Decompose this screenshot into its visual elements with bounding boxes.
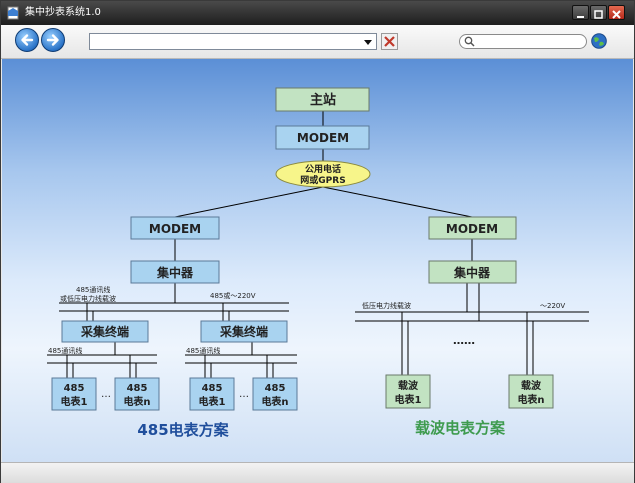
forward-arrow-icon <box>46 34 59 46</box>
stop-x-icon[interactable] <box>381 33 398 50</box>
left-caption: 485电表方案 <box>137 421 229 439</box>
meter-485-a1-box <box>51 377 97 411</box>
right-concentrator-box <box>428 260 517 284</box>
content-area: 主站 MODEM 公用电话 网或GPRS MODEM 集中器 485通讯线 或低… <box>2 59 633 462</box>
meter-485-an-line1: 485 <box>127 383 148 394</box>
back-button[interactable] <box>15 28 39 52</box>
left-bus-label-line2: 或低压电力线载波 <box>60 294 116 303</box>
search-input[interactable] <box>477 36 581 47</box>
carrier-meter-n-line1: 载波 <box>521 379 542 392</box>
document-icon <box>7 6 19 20</box>
terminal-b-label: 采集终端 <box>219 324 268 339</box>
address-bar[interactable] <box>89 33 377 50</box>
close-button[interactable] <box>608 5 625 20</box>
right-caption: 载波电表方案 <box>415 419 506 437</box>
carrier-meter-1-box <box>385 374 431 409</box>
maximize-icon <box>594 10 603 19</box>
meter-485-b1-box <box>189 377 235 411</box>
minimize-icon <box>577 16 584 18</box>
network-oval <box>275 160 371 188</box>
address-input[interactable] <box>92 35 354 48</box>
meter-a-ellipsis: … <box>101 389 111 400</box>
left-concentrator-box <box>130 260 220 284</box>
right-ellipsis: …… <box>453 334 475 347</box>
globe-icon[interactable] <box>591 33 607 49</box>
right-bus-label: 低压电力线载波 <box>362 301 411 310</box>
carrier-meter-1-line2: 电表1 <box>395 393 422 406</box>
right-power-label: ～220V <box>540 302 565 310</box>
search-icon <box>464 36 475 47</box>
left-concentrator-label: 集中器 <box>156 265 194 280</box>
left-modem-label: MODEM <box>149 222 201 236</box>
carrier-meter-1-line1: 载波 <box>398 379 419 392</box>
left-power-label: 485或～220V <box>210 291 256 300</box>
meter-485-a1-line1: 485 <box>64 383 85 394</box>
minimize-button[interactable] <box>572 5 589 20</box>
meter-485-bn-line2: 电表n <box>261 395 288 408</box>
meter-485-b1-line1: 485 <box>202 383 223 394</box>
carrier-meter-n-box <box>508 374 554 409</box>
meter-b-ellipsis: … <box>239 389 249 400</box>
right-modem-box <box>428 216 517 240</box>
forward-button[interactable] <box>41 28 65 52</box>
modem-top-box <box>275 125 370 150</box>
left-modem-box <box>130 216 220 240</box>
toolbar <box>1 25 634 59</box>
left-bus-label-line1: 485通讯线 <box>76 285 110 294</box>
carrier-meter-n-line2: 电表n <box>517 393 544 406</box>
meter-485-an-box <box>114 377 160 411</box>
network-label-line1: 公用电话 <box>305 163 341 175</box>
rs485-label-a: 485通讯线 <box>48 346 82 355</box>
rs485-label-b: 485通讯线 <box>186 346 220 355</box>
meter-485-b1-line2: 电表1 <box>199 395 226 408</box>
meter-485-bn-line1: 485 <box>265 383 286 394</box>
network-label-line2: 网或GPRS <box>300 174 345 186</box>
meter-485-bn-box <box>252 377 298 411</box>
back-arrow-icon <box>21 34 34 46</box>
topology-diagram: 主站 MODEM 公用电话 网或GPRS MODEM 集中器 485通讯线 或低… <box>47 87 589 439</box>
modem-top-label: MODEM <box>297 131 349 145</box>
master-station-label: 主站 <box>310 92 336 108</box>
right-modem-label: MODEM <box>446 222 498 236</box>
meter-485-a1-line2: 电表1 <box>61 395 88 408</box>
search-box[interactable] <box>459 34 587 49</box>
right-concentrator-label: 集中器 <box>453 265 491 280</box>
chevron-down-icon[interactable] <box>362 35 374 48</box>
window-title: 集中抄表系统1.0 <box>25 7 101 18</box>
status-bar <box>1 462 634 483</box>
terminal-b-box <box>200 320 288 343</box>
master-station-box <box>275 87 370 112</box>
maximize-button[interactable] <box>590 5 607 20</box>
terminal-a-label: 采集终端 <box>80 324 129 339</box>
meter-485-an-line2: 电表n <box>123 395 150 408</box>
close-icon <box>612 10 621 19</box>
title-bar[interactable]: 集中抄表系统1.0 <box>1 1 634 25</box>
terminal-a-box <box>61 320 149 343</box>
